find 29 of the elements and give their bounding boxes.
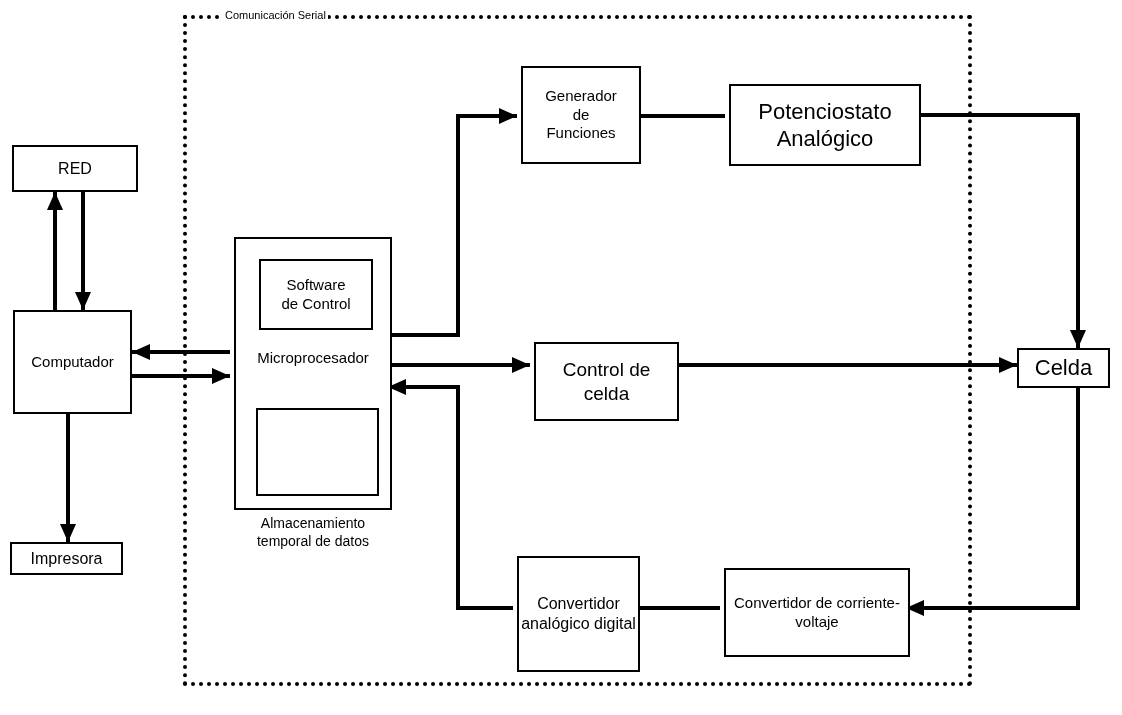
printer-box: [10, 542, 123, 575]
arrow: [47, 192, 63, 310]
node-label: Computador: [30, 352, 115, 372]
node-label: Generador de Funciones: [544, 86, 618, 144]
process-box: [517, 556, 640, 672]
process-box: [534, 342, 679, 421]
network-box: [12, 145, 138, 192]
node-label: Potenciostato Analógico: [757, 97, 893, 153]
process-box: [724, 568, 910, 657]
storage-box: [256, 408, 379, 496]
node-label: Convertidor analógico digital: [520, 594, 637, 634]
arrow: [60, 414, 76, 542]
arrow: [132, 368, 230, 384]
software-box: [259, 259, 373, 330]
computer-box: [13, 310, 132, 414]
arrow: [75, 192, 91, 310]
arrow: [132, 344, 230, 360]
process-box: [521, 66, 641, 164]
node-label: Almacenamiento temporal de datos: [255, 514, 371, 551]
node-label: Celda: [1033, 354, 1094, 382]
node-label: Control de celda: [561, 357, 652, 406]
process-box: [729, 84, 921, 166]
cell-box: [1017, 348, 1110, 388]
node-label: Convertidor de corriente-voltaje: [733, 593, 901, 632]
node-label: Microprocesador: [256, 349, 370, 368]
node-label: RED: [57, 158, 93, 179]
node-label: Impresora: [29, 548, 104, 569]
node-label: Software de Control: [280, 275, 352, 314]
microprocessor-box: [234, 237, 392, 510]
